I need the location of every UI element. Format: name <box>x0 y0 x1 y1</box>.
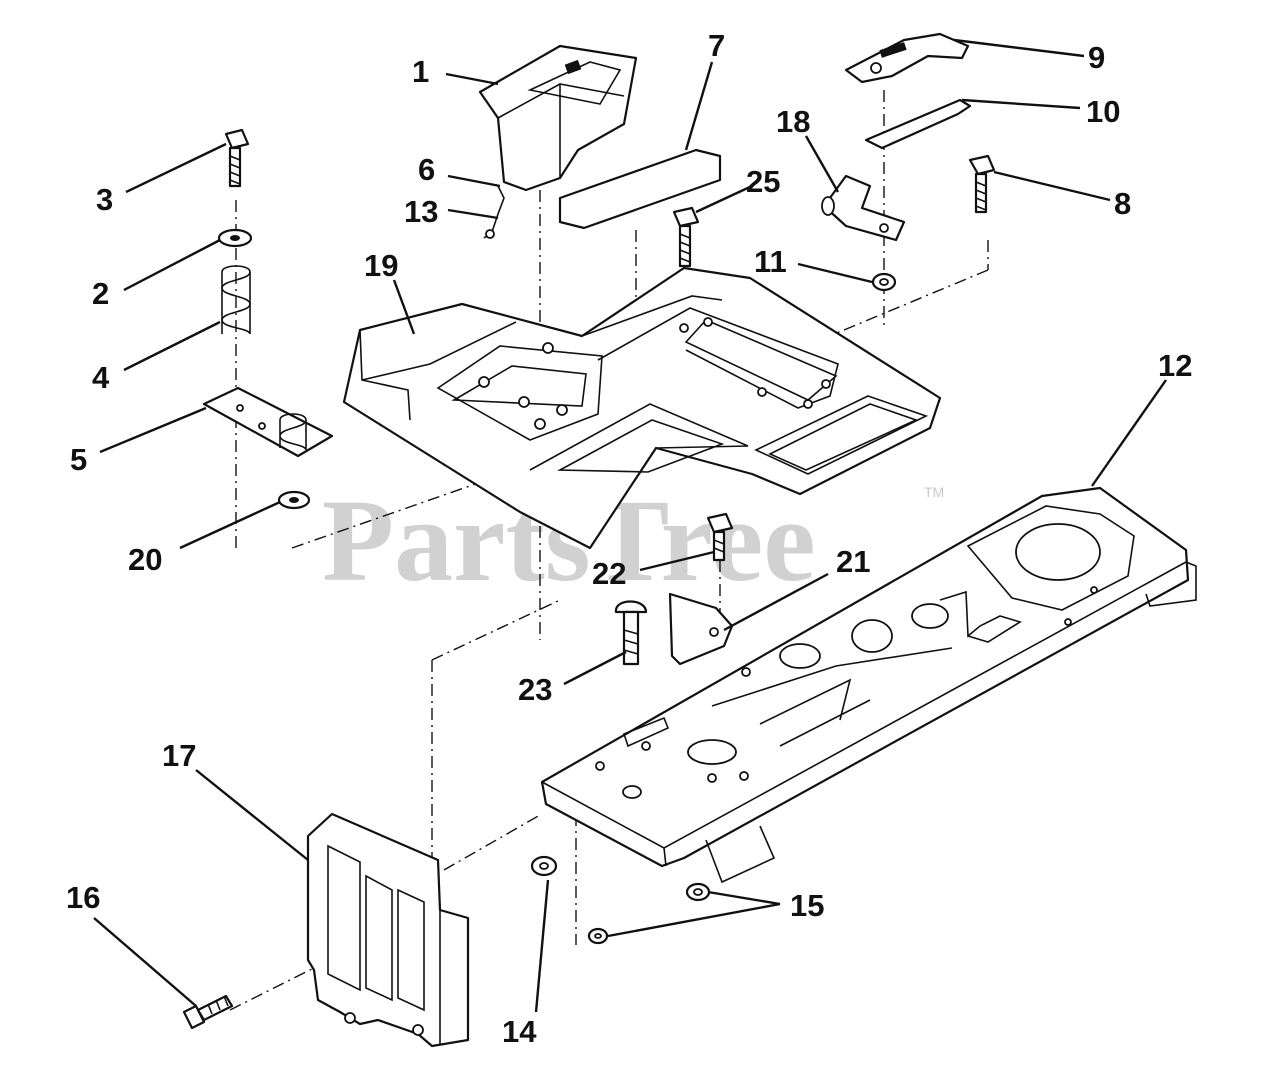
callout-8: 8 <box>1114 186 1131 221</box>
part-12-frame[interactable] <box>540 486 1197 884</box>
callout-23: 23 <box>518 672 552 707</box>
callout-labels: 1 2 3 4 5 6 7 8 9 10 11 12 13 14 15 16 1… <box>66 28 1192 1049</box>
part-14-nut[interactable] <box>530 855 558 877</box>
callout-21: 21 <box>836 544 870 579</box>
callout-20: 20 <box>128 542 162 577</box>
part-23-carriage-bolt[interactable] <box>614 600 648 666</box>
part-10-plate[interactable] <box>864 98 972 150</box>
callout-10: 10 <box>1086 94 1120 129</box>
part-7-decal[interactable] <box>558 148 722 230</box>
callout-22: 22 <box>592 556 626 591</box>
part-18-clamp[interactable] <box>821 174 906 242</box>
callout-4: 4 <box>92 360 110 395</box>
callout-11: 11 <box>754 244 787 279</box>
callout-3: 3 <box>96 182 113 217</box>
part-6-13-clip-wire[interactable] <box>483 185 505 239</box>
callout-17: 17 <box>162 738 196 773</box>
callout-12: 12 <box>1158 348 1192 383</box>
callout-15: 15 <box>790 888 824 923</box>
part-8-bolt[interactable] <box>968 154 996 214</box>
part-16-bolt[interactable] <box>182 994 234 1030</box>
part-19-fender[interactable] <box>342 266 942 550</box>
part-4-spring[interactable] <box>221 265 251 335</box>
callout-2: 2 <box>92 276 109 311</box>
watermark: PartsTree TM <box>322 475 944 606</box>
callout-13: 13 <box>404 194 438 229</box>
part-20-washer[interactable] <box>277 490 311 510</box>
part-5-spring-plate[interactable] <box>202 386 334 458</box>
part-9-bracket[interactable] <box>844 32 970 84</box>
part-22-bolt[interactable] <box>706 512 734 562</box>
callout-7: 7 <box>708 28 725 63</box>
callout-5: 5 <box>70 442 87 477</box>
callout-18: 18 <box>776 104 810 139</box>
leader-lines <box>93 38 1167 1013</box>
callout-6: 6 <box>418 152 435 187</box>
part-1-dash-panel[interactable] <box>478 44 638 192</box>
callout-19: 19 <box>364 248 398 283</box>
part-17-front-bracket[interactable] <box>306 812 470 1048</box>
callout-1: 1 <box>412 54 429 89</box>
part-3-bolt[interactable] <box>224 128 250 188</box>
part-25-bolt[interactable] <box>672 206 700 268</box>
callout-25: 25 <box>746 164 780 199</box>
callout-14: 14 <box>502 1014 537 1049</box>
part-2-washer[interactable] <box>217 228 253 248</box>
callout-9: 9 <box>1088 40 1105 75</box>
part-11-nut[interactable] <box>871 272 897 292</box>
part-15-nuts[interactable] <box>587 882 711 945</box>
callout-16: 16 <box>66 880 100 915</box>
part-21-gusset[interactable] <box>668 592 734 666</box>
watermark-trademark: TM <box>924 484 944 500</box>
